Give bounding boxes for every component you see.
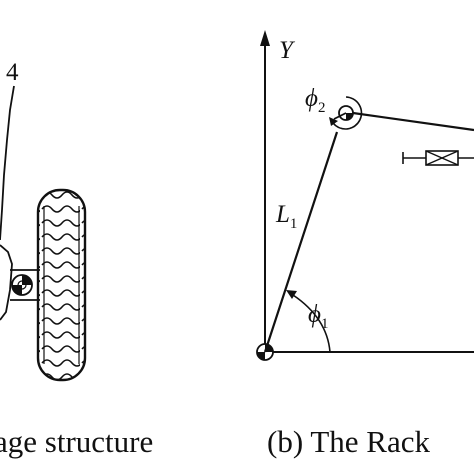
upper-joint — [333, 105, 354, 121]
phi1-label: ϕ1 — [308, 301, 328, 332]
part-leader-line — [0, 85, 15, 241]
right-panel-rack-mechanism: Y L1 ϕ2 — [256, 30, 474, 361]
link-l1 — [263, 131, 339, 353]
left-panel-linkage: 4 — [0, 59, 87, 382]
l1-label: L1 — [275, 201, 297, 232]
knuckle-body — [0, 244, 13, 321]
phi1-arc-arrowhead — [286, 290, 297, 299]
caption-right-panel: (b) The Rack — [267, 424, 430, 459]
tire — [36, 188, 87, 382]
hub-joint-fill — [12, 275, 32, 295]
tie-rod — [352, 111, 474, 132]
tire-outline — [36, 188, 87, 382]
part-label-4: 4 — [6, 59, 19, 86]
phi2-arc-arrowhead — [329, 117, 338, 126]
rack-element — [402, 150, 474, 166]
phi1-angle-arc — [292, 294, 331, 353]
phi2-rotation-arc — [332, 96, 363, 130]
phi2-label: ϕ2 — [305, 85, 325, 116]
caption-left-panel: age structure — [0, 424, 154, 459]
y-axis-label: Y — [279, 37, 296, 64]
y-axis-arrowhead — [260, 30, 270, 46]
hub-inner-ring — [17, 280, 27, 290]
